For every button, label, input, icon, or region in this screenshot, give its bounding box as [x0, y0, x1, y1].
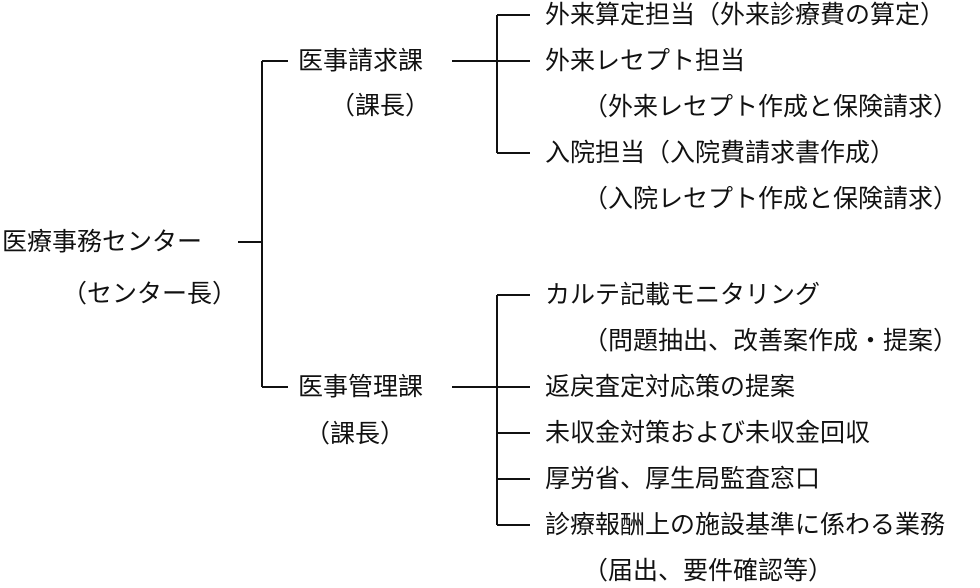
dept-2-duty-5: 診療報酬上の施設基準に係わる業務	[545, 510, 946, 539]
root-title: 医療事務センター	[2, 227, 203, 256]
dept-2-duty-5-detail: （届出、要件確認等）	[583, 556, 834, 585]
dept-1-head: （課長）	[330, 91, 431, 120]
dept-2-duty-2: 返戻査定対応策の提案	[545, 372, 796, 401]
dept-2-duty-3: 未収金対策および未収金回収	[545, 418, 871, 447]
dept-1-duty-2: 外来レセプト担当	[545, 46, 746, 75]
dept-1-duty-2-detail: （外来レセプト作成と保険請求）	[583, 92, 959, 121]
root-head: （センター長）	[62, 279, 238, 308]
dept-2-duty-4: 厚労省、厚生局監査窓口	[545, 464, 821, 493]
dept-1-duty-3-detail: （入院レセプト作成と保険請求）	[583, 184, 959, 213]
dept-2-duty-1: カルテ記載モニタリング	[545, 280, 821, 309]
dept-2-head: （課長）	[305, 419, 406, 448]
dept-2-title: 医事管理課	[298, 372, 424, 401]
dept-1-duty-3: 入院担当（入院費請求書作成）	[545, 138, 896, 167]
dept-2-duty-1-detail: （問題抽出、改善案作成・提案）	[583, 326, 959, 355]
dept-1-title: 医事請求課	[298, 46, 424, 75]
dept-1-duty-1: 外来算定担当（外来診療費の算定）	[545, 0, 946, 29]
